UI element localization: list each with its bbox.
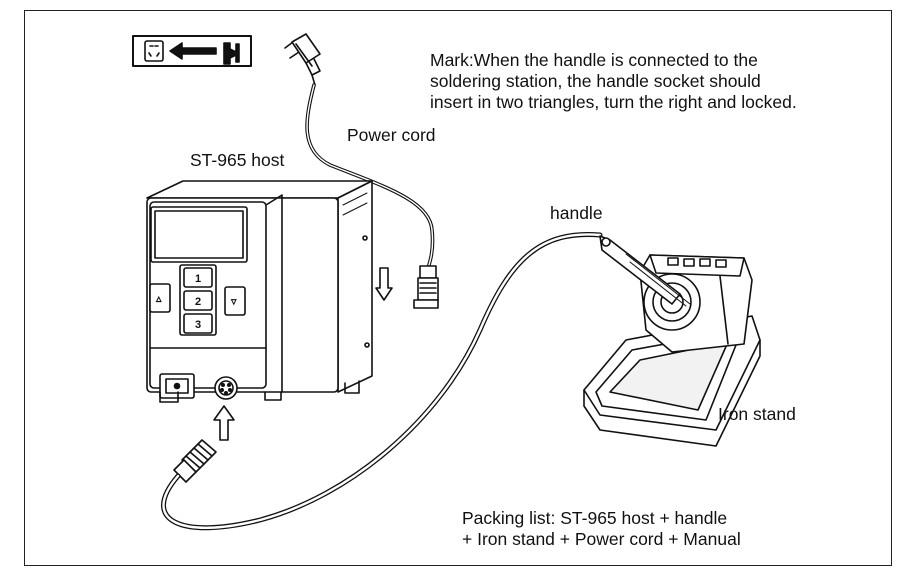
- socket-arrow: [213, 405, 235, 441]
- iron-stand-label: Iron stand: [718, 404, 796, 424]
- soldering-handle: [599, 235, 691, 307]
- key-3-label: 3: [195, 319, 201, 331]
- diagram-frame: [24, 10, 892, 566]
- packing-list-line-2: + Iron stand + Power cord + Manual: [462, 529, 741, 549]
- power-plug: [284, 33, 321, 86]
- packing-list-line-1: Packing list: ST-965 host + handle: [462, 508, 728, 528]
- insert-arrow: [375, 267, 393, 301]
- note-line-3: insert in two triangles, turn the right …: [430, 92, 797, 112]
- key-down-label: ▿: [230, 296, 237, 308]
- packing-list: Packing list: ST-965 host + handle + Iro…: [462, 508, 741, 550]
- host-label: ST-965 host: [190, 150, 285, 170]
- power-connector: [413, 265, 439, 309]
- handle-label: handle: [550, 203, 603, 223]
- note-line-2: soldering station, the handle socket sho…: [430, 71, 761, 91]
- connection-note: Mark:When the handle is connected to the…: [430, 50, 900, 113]
- note-line-1: Mark:When the handle is connected to the: [430, 50, 758, 70]
- key-2-label: 2: [195, 296, 201, 308]
- key-up-label: ▵: [155, 293, 162, 305]
- key-1-label: 1: [195, 273, 201, 285]
- plug-direction-icon: [132, 35, 252, 67]
- host-unit: [146, 180, 373, 403]
- handle-connector: [173, 439, 217, 483]
- power-cord-label: Power cord: [347, 125, 436, 145]
